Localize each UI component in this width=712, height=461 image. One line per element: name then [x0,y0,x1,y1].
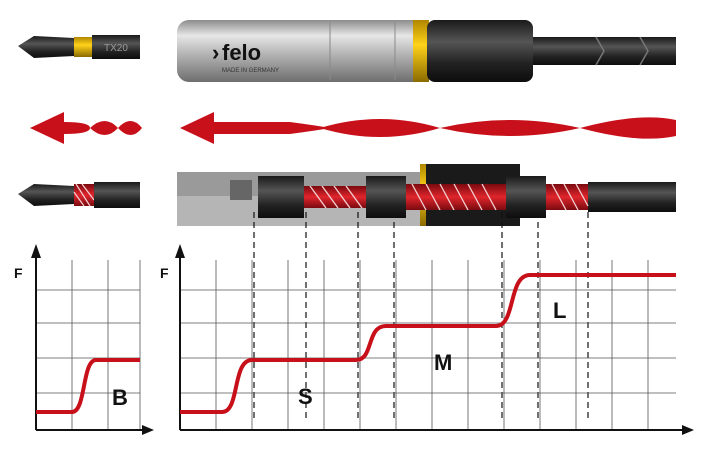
large-graph-ylabel: F [160,265,169,281]
svg-text:›: › [212,40,219,65]
bit-icon: TX20 [18,35,140,59]
zone-label-b: B [112,385,128,410]
small-force-graph: F B [14,244,154,435]
zone-label-m: M [434,350,452,375]
large-force-graph: F S M L [160,244,694,435]
small-force-curve [36,358,140,414]
bit-holder-icon: › felo MADE IN GERMANY [177,20,676,82]
large-graph-grid [180,260,676,430]
large-graph-axes [175,244,694,435]
zone-label-l: L [553,298,566,323]
bit-holder-cutaway-icon [177,164,676,226]
small-graph-axes [31,244,154,435]
alignment-lines [253,212,589,420]
zone-label-s: S [298,384,313,409]
brand-tagline: MADE IN GERMANY [222,68,279,74]
torsion-arrow-icon [30,112,676,144]
small-graph-ylabel: F [14,265,23,281]
bit-marking: TX20 [104,43,128,54]
torsion-bit-icon [18,182,140,208]
brand-logo: felo [222,40,261,65]
large-force-curve [180,273,676,414]
